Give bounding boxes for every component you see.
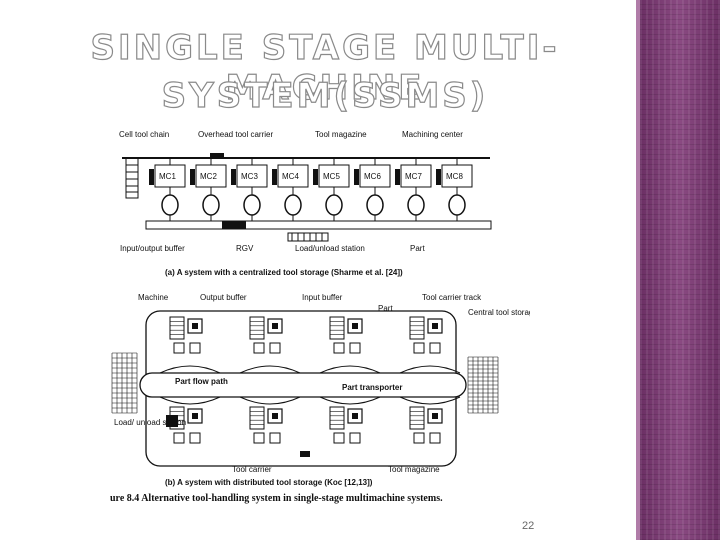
machine-row-a: MC1 MC2 MC3 MC4 MC5 MC6 MC7 MC8 bbox=[149, 158, 473, 221]
machine-mc2: MC2 bbox=[190, 158, 227, 221]
machine-cell bbox=[399, 316, 461, 374]
cell-tool-chain bbox=[125, 157, 139, 199]
diagram-a: Cell tool chain Overhead tool carrier To… bbox=[119, 130, 492, 277]
overhead-tool-carrier bbox=[210, 153, 224, 159]
label-tool-magazine-b: Tool magazine bbox=[388, 465, 440, 474]
machine-mc4: MC4 bbox=[272, 158, 309, 221]
rgv-track bbox=[145, 220, 492, 230]
label-input-buffer: Input buffer bbox=[302, 293, 343, 302]
svg-text:MC7: MC7 bbox=[405, 172, 422, 181]
label-part-flow-path: Part flow path bbox=[175, 377, 228, 386]
slide-title-line1: SINGLE STAGE MULTI-MACHINE bbox=[90, 27, 560, 108]
label-part-transporter: Part transporter bbox=[342, 383, 402, 392]
figure-caption: ure 8.4 Alternative tool-handling system… bbox=[110, 493, 443, 504]
svg-text:MC5: MC5 bbox=[323, 172, 340, 181]
label-machine: Machine bbox=[138, 293, 169, 302]
machine-mc7: MC7 bbox=[395, 158, 432, 221]
tool-carrier bbox=[300, 451, 310, 457]
label-io-buffer: Input/output buffer bbox=[120, 244, 185, 253]
label-cell-tool-chain: Cell tool chain bbox=[119, 130, 169, 139]
machine-cell bbox=[319, 316, 381, 374]
slide-title-line2: SYSTEM(SSMS) bbox=[161, 75, 489, 116]
load-unload-station bbox=[287, 232, 329, 242]
label-central-tool-storage: Central tool storage bbox=[468, 308, 530, 317]
label-overhead-tool-carrier: Overhead tool carrier bbox=[198, 130, 273, 139]
machine-mc1: MC1 bbox=[149, 158, 186, 221]
rgv bbox=[222, 221, 246, 229]
machine-mc6: MC6 bbox=[354, 158, 391, 221]
sidebar-edge bbox=[636, 0, 640, 540]
load-unload-station-b bbox=[166, 415, 178, 427]
label-machining-center: Machining center bbox=[402, 130, 463, 139]
svg-text:MC6: MC6 bbox=[364, 172, 381, 181]
label-load-unload-station: Load/ unload station bbox=[114, 418, 186, 427]
machine-cell bbox=[319, 396, 381, 444]
label-part: Part bbox=[410, 244, 425, 253]
label-part-b: Part bbox=[378, 304, 393, 313]
machine-cell bbox=[399, 396, 461, 444]
label-tool-carrier: Tool carrier bbox=[232, 465, 272, 474]
machine-mc5: MC5 bbox=[313, 158, 350, 221]
part-flow-path bbox=[139, 372, 467, 398]
label-tool-carrier-track: Tool carrier track bbox=[422, 293, 482, 302]
label-tool-magazine: Tool magazine bbox=[315, 130, 367, 139]
machine-mc3: MC3 bbox=[231, 158, 268, 221]
machine-cell bbox=[239, 396, 301, 444]
label-load-unload: Load/unload station bbox=[295, 244, 365, 253]
svg-text:MC4: MC4 bbox=[282, 172, 299, 181]
svg-text:MC8: MC8 bbox=[446, 172, 463, 181]
svg-text:MC3: MC3 bbox=[241, 172, 258, 181]
decorative-sidebar bbox=[640, 0, 720, 540]
machine-cell bbox=[159, 316, 221, 374]
svg-text:MC1: MC1 bbox=[159, 172, 176, 181]
machine-cell bbox=[239, 316, 301, 374]
caption-a: (a) A system with a centralized tool sto… bbox=[165, 268, 403, 277]
left-tool-storage-grid bbox=[111, 352, 138, 414]
svg-text:MC2: MC2 bbox=[200, 172, 217, 181]
label-rgv: RGV bbox=[236, 244, 254, 253]
tool-handling-diagram: Cell tool chain Overhead tool carrier To… bbox=[110, 130, 530, 504]
diagram-b: Machine Output buffer Input buffer Part … bbox=[111, 293, 530, 487]
central-tool-storage-grid bbox=[467, 356, 499, 414]
machine-mc8: MC8 bbox=[436, 158, 473, 221]
page-number: 22 bbox=[522, 520, 535, 532]
label-output-buffer: Output buffer bbox=[200, 293, 247, 302]
caption-b: (b) A system with distributed tool stora… bbox=[165, 478, 373, 487]
